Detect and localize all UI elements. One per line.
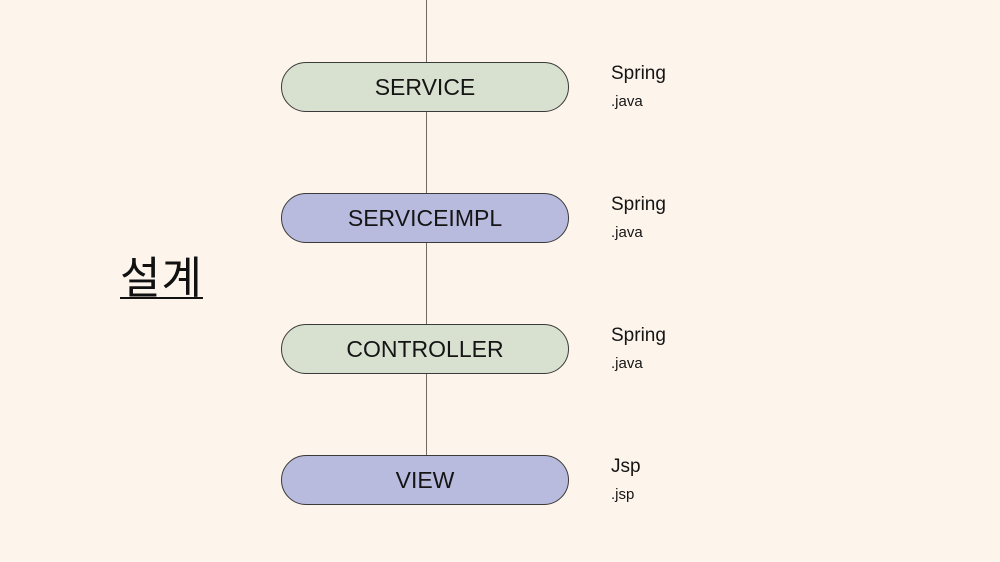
layer-label: SERVICEIMPL [347,204,503,231]
layer-label: CONTROLLER [346,335,504,362]
extension-label: .java [611,224,643,241]
tech-label: Jsp [611,456,641,477]
diagram-title: 설계 [120,253,203,304]
layer-node-service: SERVICE [281,62,569,112]
extension-label: .java [611,355,643,372]
tech-label: Spring [611,63,666,84]
layer-note-view: Jsp .jsp [611,456,641,504]
layer-note-service: Spring .java [611,63,666,111]
layer-note-serviceimpl: Spring .java [611,194,666,242]
layer-node-view: VIEW [281,455,569,505]
layer-node-controller: CONTROLLER [281,324,569,374]
layer-label: VIEW [395,466,455,493]
layer-node-serviceimpl: SERVICEIMPL [281,193,569,243]
extension-label: .java [611,93,643,110]
tech-label: Spring [611,325,666,346]
layer-label: SERVICE [374,73,476,100]
layer-note-controller: Spring .java [611,325,666,373]
extension-label: .jsp [611,486,635,503]
tech-label: Spring [611,194,666,215]
